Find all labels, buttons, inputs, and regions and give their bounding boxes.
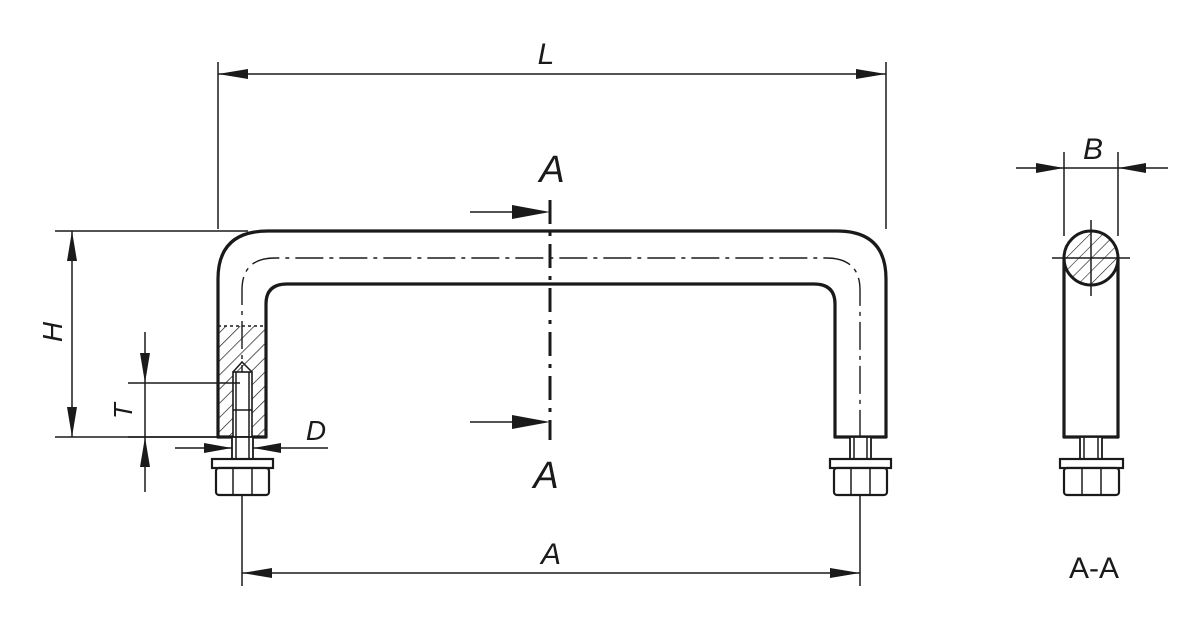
dimension-A: A (241, 495, 861, 586)
label-A: A (539, 538, 561, 571)
label-B: B (1083, 133, 1103, 166)
handle-inner-contour (264, 282, 837, 439)
section-view: B A-A (1016, 133, 1168, 585)
section-line-A: A A (470, 149, 565, 497)
handle-outer-contour (216, 229, 888, 439)
label-D: D (306, 415, 326, 446)
label-L: L (538, 38, 555, 71)
drill-point (232, 360, 253, 373)
section-mark-top: A (537, 149, 564, 191)
dimension-T: T (108, 332, 240, 492)
section-view-label: A-A (1069, 552, 1119, 585)
left-leg-section (218, 325, 266, 438)
right-screw (828, 436, 893, 497)
label-H: H (37, 321, 68, 342)
dimension-L: L (217, 38, 887, 229)
dimension-H: H (37, 230, 248, 438)
label-T: T (108, 401, 138, 419)
dimension-D: D (175, 415, 328, 453)
handle-front-view (216, 229, 888, 439)
left-screw (210, 436, 275, 497)
section-mark-bottom: A (531, 455, 558, 497)
